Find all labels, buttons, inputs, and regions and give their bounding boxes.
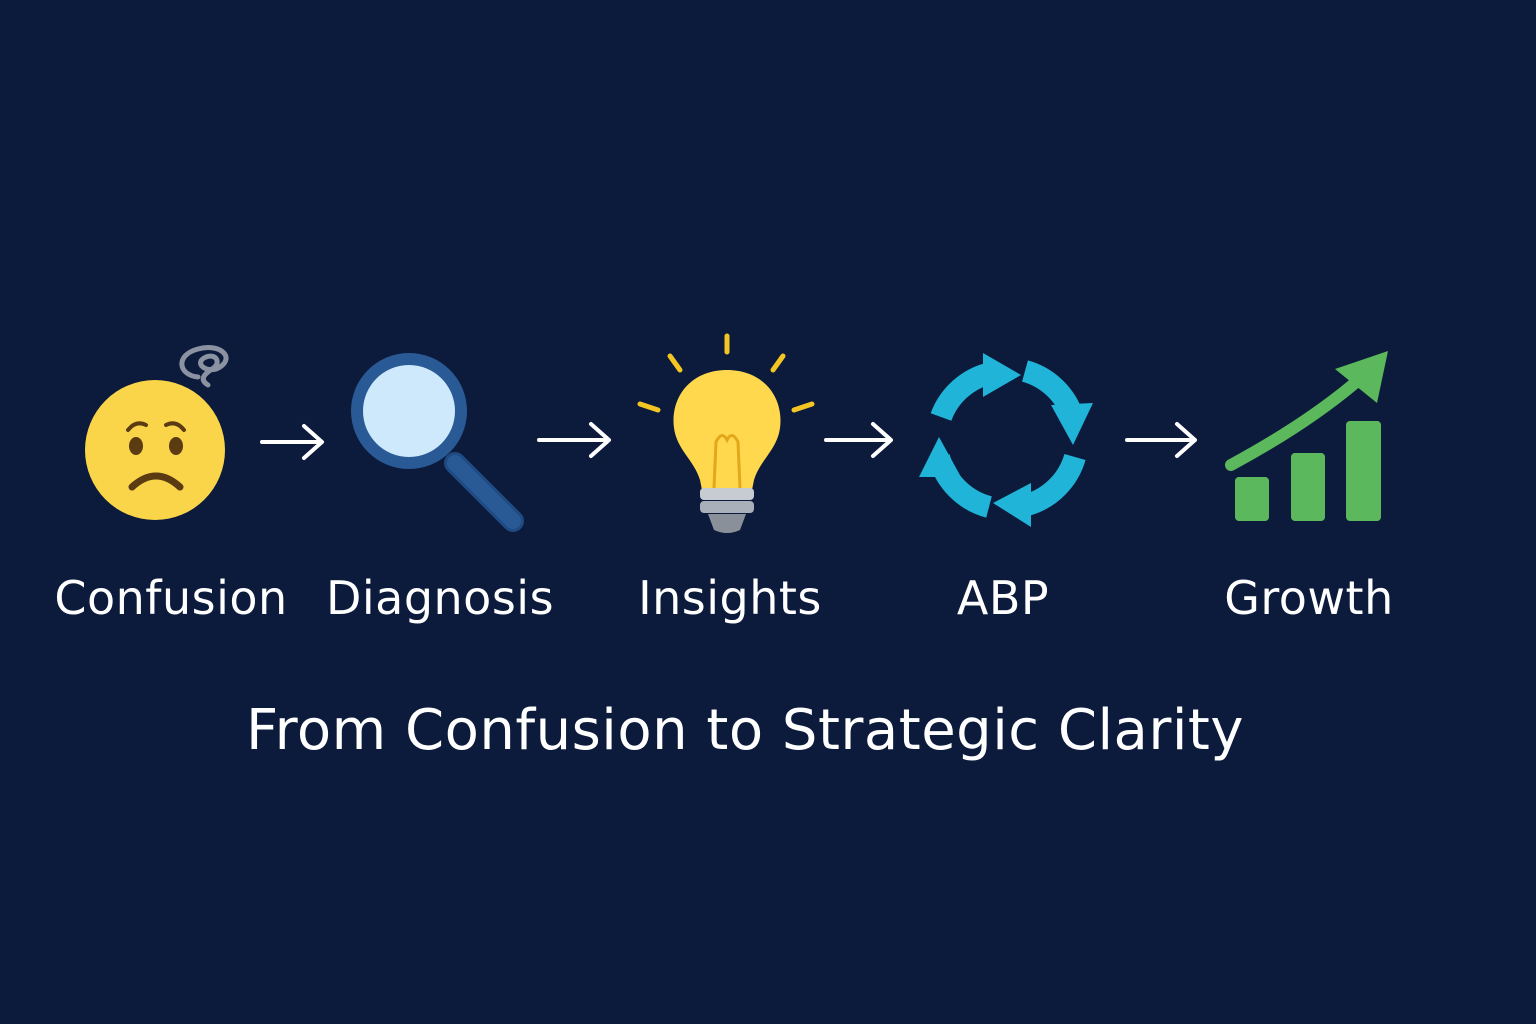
diagram-caption: From Confusion to Strategic Clarity: [245, 698, 1245, 763]
step-label-abp: ABP: [956, 571, 1050, 625]
confused-face-icon: [85, 345, 229, 520]
arrow-right-icon: [824, 422, 893, 458]
step-label-insights: Insights: [638, 571, 822, 625]
step-label-confusion: Confusion: [54, 571, 288, 625]
step-label-growth: Growth: [1224, 571, 1394, 625]
lightbulb-icon: [637, 333, 815, 533]
step-label-diagnosis: Diagnosis: [325, 571, 555, 625]
arrow-right-icon: [260, 424, 324, 460]
arrow-right-icon: [1125, 422, 1197, 458]
arrow-right-icon: [537, 422, 611, 458]
cycle-arrows-icon: [919, 353, 1093, 527]
growth-chart-icon: [1225, 351, 1388, 521]
magnifying-glass-icon: [351, 353, 524, 532]
